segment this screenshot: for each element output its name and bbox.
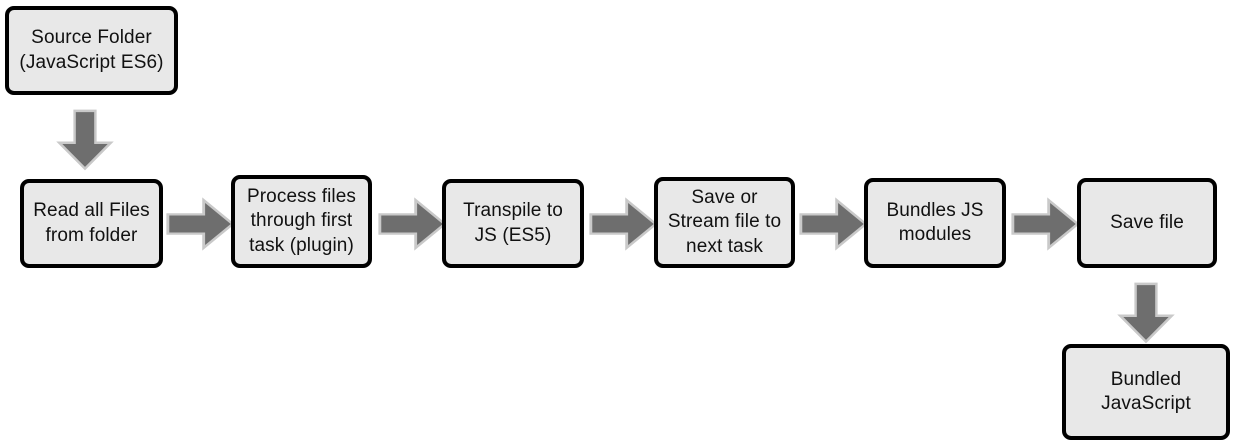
node-label-save-file: Save file (1110, 211, 1184, 233)
node-label-read-all-files: Read all Files from folder (33, 200, 150, 246)
arrow-bundles-to-savefile-icon (1011, 197, 1080, 251)
arrow-process-to-transpile-shape (378, 197, 447, 251)
node-source-folder: Source Folder (JavaScript ES6) (5, 6, 178, 95)
node-save-or-stream: Save or Stream file to next task (654, 177, 795, 268)
arrow-source-to-read-shape (56, 109, 114, 171)
node-bundled-javascript: Bundled JavaScript (1062, 344, 1230, 440)
arrow-process-to-transpile-icon (378, 197, 447, 251)
node-process-files: Process files through first task (plugin… (231, 175, 372, 268)
node-label-save-or-stream: Save or Stream file to next task (667, 187, 782, 257)
node-label-transpile-to-js: Transpile to JS (ES5) (463, 200, 563, 246)
node-label-process-files: Process files through first task (plugin… (246, 186, 356, 256)
node-transpile-to-js: Transpile to JS (ES5) (442, 179, 584, 268)
node-label-bundles-js-modules: Bundles JS modules (886, 199, 984, 245)
arrow-read-to-process-shape (166, 197, 235, 251)
node-bundles-js-modules: Bundles JS modules (864, 178, 1006, 268)
arrow-savefile-to-bundled-shape (1117, 282, 1175, 344)
arrow-transpile-to-save-shape (589, 197, 658, 251)
node-label-bundled-javascript: Bundled JavaScript (1101, 368, 1191, 414)
arrow-save-to-bundles-icon (799, 197, 868, 251)
arrow-source-to-read-icon (56, 109, 114, 171)
node-save-file: Save file (1077, 178, 1217, 268)
arrow-savefile-to-bundled-icon (1117, 282, 1175, 344)
arrow-save-to-bundles-shape (799, 197, 868, 251)
node-read-all-files: Read all Files from folder (20, 179, 163, 268)
arrow-bundles-to-savefile-shape (1011, 197, 1080, 251)
arrow-read-to-process-icon (166, 197, 235, 251)
node-label-source-folder: Source Folder (JavaScript ES6) (19, 27, 164, 73)
arrow-transpile-to-save-icon (589, 197, 658, 251)
